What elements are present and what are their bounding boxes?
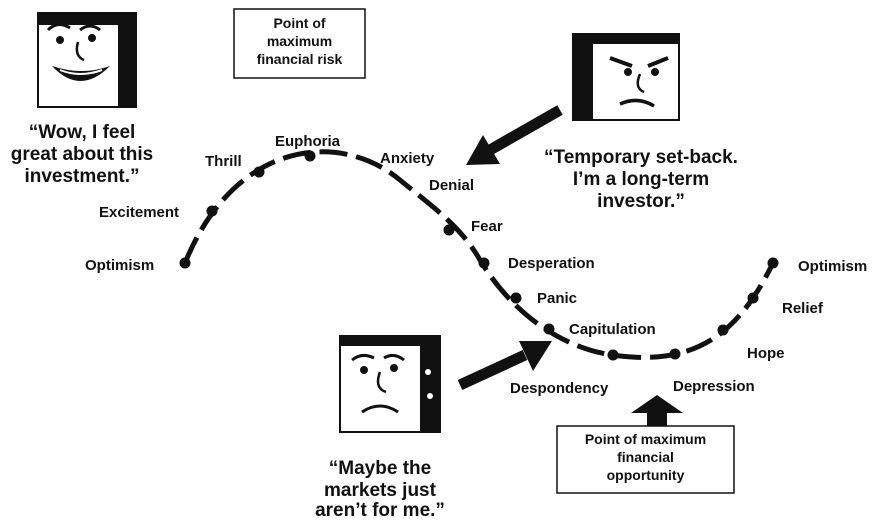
max-risk-callout: Point of maximum financial risk [233, 8, 366, 79]
max-risk-line-2: maximum [267, 33, 332, 49]
happy-quote-line-1: “Wow, I feel [29, 122, 136, 143]
stage-dot-optimism-end [767, 257, 779, 269]
sad-quote-line-3: aren’t for me.” [315, 500, 445, 520]
happy-quote-line-3: investment.” [24, 166, 139, 187]
max-opportunity-line-1: Point of maximum [585, 431, 706, 447]
stage-dot-fear [443, 224, 455, 236]
max-opportunity-line-2: financial [617, 449, 674, 465]
up-arrow-icon [631, 395, 683, 426]
stage-dot-relief [747, 292, 759, 304]
max-risk-line-3: financial risk [257, 51, 343, 67]
arrow-head-icon [466, 135, 500, 165]
stage-dot-thrill [253, 166, 265, 178]
worried-quote: “Temporary set-back. I’m a long-term inv… [544, 147, 738, 212]
stage-label-fear: Fear [471, 218, 503, 235]
sad-quote-line-2: markets just [324, 480, 437, 501]
stage-dot-desperation [478, 257, 490, 269]
happy-quote-line-2: great about this [11, 144, 154, 165]
worried-quote-line-2: I’m a long-term [573, 169, 709, 190]
stage-dot-depression [669, 348, 681, 360]
stage-dots [179, 150, 779, 361]
arrow-to-capitulation [457, 341, 552, 390]
max-risk-line-1: Point of [273, 15, 325, 31]
stage-dot-euphoria [304, 150, 316, 162]
sad-face-icon [339, 335, 441, 433]
worried-quote-line-3: investor.” [597, 191, 685, 212]
stage-dot-panic [510, 292, 522, 304]
happy-face-icon [37, 12, 137, 108]
sad-quote: “Maybe the markets just aren’t for me.” [315, 458, 445, 521]
stage-label-denial: Denial [429, 177, 474, 194]
stage-label-despondency: Despondency [510, 380, 609, 397]
happy-quote: “Wow, I feel great about this investment… [11, 122, 154, 187]
stage-label-relief: Relief [782, 300, 824, 317]
stage-dot-despondency [607, 349, 619, 361]
arrow-head-icon [519, 341, 552, 371]
max-opportunity-line-3: opportunity [607, 467, 685, 483]
stage-dot-capitulation [543, 323, 555, 335]
max-risk-box [233, 8, 366, 79]
stage-labels: Optimism Excitement Thrill Euphoria Anxi… [85, 133, 867, 397]
max-opportunity-box [556, 425, 735, 494]
stage-label-depression: Depression [673, 378, 755, 395]
stage-label-optimism-start: Optimism [85, 257, 154, 274]
worried-quote-line-1: “Temporary set-back. [544, 147, 738, 168]
stage-label-optimism-end: Optimism [798, 258, 867, 275]
stage-label-capitulation: Capitulation [569, 321, 656, 338]
stage-label-hope: Hope [747, 345, 785, 362]
stage-label-panic: Panic [537, 290, 577, 307]
sad-quote-line-1: “Maybe the [329, 458, 431, 479]
max-opportunity-callout: Point of maximum financial opportunity [556, 395, 735, 494]
stage-label-anxiety: Anxiety [380, 150, 435, 167]
stage-label-euphoria: Euphoria [275, 133, 341, 150]
stage-label-desperation: Desperation [508, 255, 595, 272]
stage-label-excitement: Excitement [99, 204, 179, 221]
arrow-to-denial [466, 105, 563, 165]
worried-face-icon [572, 33, 680, 121]
stage-dot-hope [717, 324, 729, 336]
stage-dot-optimism-start [179, 257, 191, 269]
stage-dot-excitement [206, 205, 218, 217]
stage-label-thrill: Thrill [205, 153, 242, 170]
